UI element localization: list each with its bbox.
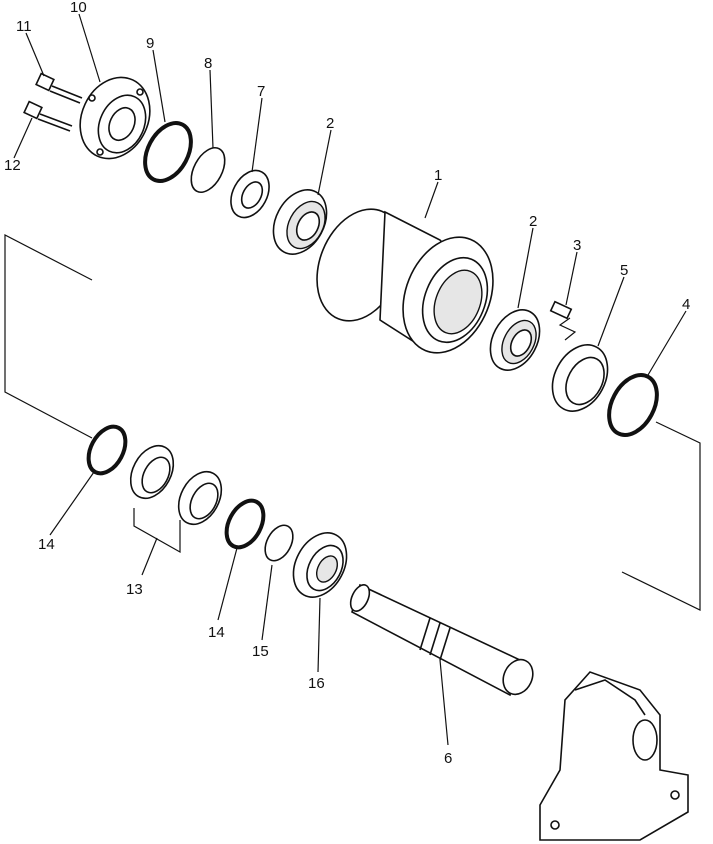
part-16-collar (292, 532, 348, 598)
callout-16: 16 (308, 675, 325, 692)
part-15-small-ring (264, 524, 294, 562)
leader-lines (13, 13, 687, 746)
assembly-bracket-right (621, 421, 701, 611)
part-3-pin (549, 300, 577, 341)
bracket-housing (539, 671, 689, 841)
part-4-o-ring (607, 373, 659, 437)
callout-labels: 1 2 2 3 4 5 6 7 8 9 10 11 12 13 14 14 15… (4, 0, 690, 767)
callout-11: 11 (16, 18, 32, 35)
part-6-shaft (349, 583, 534, 697)
part-11-bolt (35, 72, 83, 104)
callout-7: 7 (257, 83, 265, 100)
part-13-seal-pair (129, 444, 223, 526)
part-8-snap-ring (190, 147, 226, 193)
callout-3: 3 (573, 237, 581, 254)
assembly-bracket-left (4, 234, 93, 439)
callout-8: 8 (204, 55, 212, 72)
callout-9: 9 (146, 35, 154, 52)
part-7-nut (230, 169, 270, 219)
callout-2-lower: 2 (529, 213, 537, 230)
part-9-o-ring (143, 121, 193, 183)
callout-14-right: 14 (208, 624, 225, 641)
callout-15: 15 (252, 643, 269, 660)
callout-2-upper: 2 (326, 115, 334, 132)
part-14-o-ring-right (224, 498, 266, 550)
callout-5: 5 (620, 262, 628, 279)
callout-14-left: 14 (38, 536, 55, 553)
callout-12: 12 (4, 157, 21, 174)
callout-4: 4 (682, 296, 690, 313)
callout-1: 1 (434, 167, 442, 184)
part-10-cover (79, 76, 151, 160)
part-5-seal (551, 344, 609, 412)
callout-13: 13 (126, 581, 143, 598)
part-2-bearing-upper (272, 189, 328, 255)
part-1-roller (316, 208, 494, 354)
callout-6: 6 (444, 750, 452, 767)
callout-10: 10 (70, 0, 87, 16)
part-2-bearing-lower (489, 309, 541, 371)
part-12-bolt (23, 100, 73, 132)
part-14-o-ring-left (86, 424, 128, 476)
